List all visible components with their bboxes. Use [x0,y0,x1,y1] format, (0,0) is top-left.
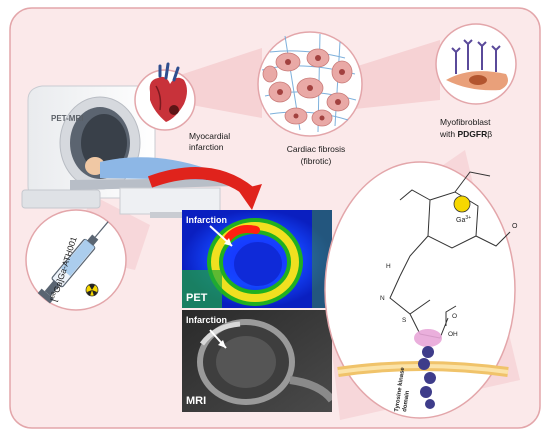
fibroblast-nuclei [277,55,345,121]
kinase-label-line2: domain [402,390,411,412]
amide-h-label: H [386,263,391,270]
maleimide-n-label: N [380,295,385,302]
pdgfrb-receptors [451,39,501,74]
hydroxyl-label: OH [448,331,458,338]
scanner-label: PET-MRI [51,114,83,123]
mri-modality-label: MRI [186,395,206,407]
red-flow-arrow [147,167,262,210]
myofibroblast-inset [435,23,517,105]
gallium-radioactive-icon [453,195,471,213]
syringe-icon [37,221,109,304]
myofibroblast-caption-line2: with PDGFRβ [439,129,492,139]
fibrosis-caption-line2: (fibrotic) [301,156,332,166]
gallium-label: Ga3+ [456,215,471,224]
fibrosis-inset [257,31,363,137]
myofibroblast-caption-line1: Myofibroblast [440,117,491,127]
infarct-spot [169,105,179,115]
pet-panel [182,210,332,308]
binder-domain [414,329,442,347]
heart-caption-line2: infarction [189,142,224,152]
thioether-s-label: S [402,317,407,324]
mri-panel [182,310,332,412]
pet-annotation: Infarction [186,215,227,225]
fibrosis-caption-line1: Cardiac fibrosis [287,144,346,154]
mri-annotation: Infarction [186,315,227,325]
pet-modality-label: PET [186,292,208,304]
tracer-inset: [68Ga]Ga-ATH001 [25,209,127,311]
fibrosis-to-myofibroblast-cone [345,40,440,110]
carbonyl-o-label: O [452,313,457,320]
molecule-inset: Ga3+ O H N S O OH Tyrosine kinase domain [324,161,518,419]
heart-caption-line1: Myocardial [189,131,230,141]
heart-inset [134,62,196,131]
carboxylate-label: O [512,223,518,230]
pdgfrb-receptor [418,346,436,409]
